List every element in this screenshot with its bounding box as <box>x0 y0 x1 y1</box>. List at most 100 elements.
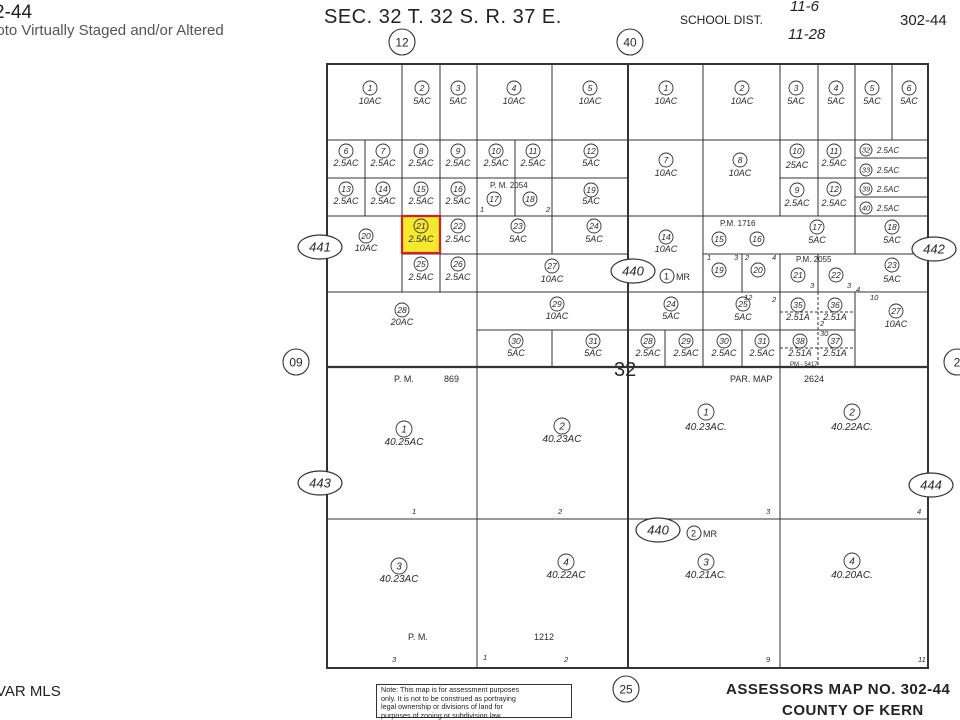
lot-number: 9 <box>766 655 771 664</box>
parcel-acreage: 5AC <box>585 234 603 244</box>
parcel[interactable]: 382.51A <box>787 333 812 358</box>
adjacent-section[interactable]: 12 <box>388 28 416 56</box>
parcel[interactable]: 440.22AC <box>547 553 587 581</box>
parcel[interactable]: 16 <box>749 231 765 247</box>
parcel[interactable]: 112.5AC <box>519 143 546 168</box>
adjacent-section[interactable]: 40 <box>616 28 644 56</box>
parcel-number-circle <box>843 552 861 570</box>
parcel[interactable]: 292.5AC <box>672 333 699 358</box>
parcel[interactable]: 340.23AC <box>380 557 420 585</box>
parcel-acreage: 2.5AC <box>407 196 434 206</box>
parcel[interactable]: 19 <box>711 262 727 278</box>
adjacent-section[interactable]: 25 <box>612 675 640 703</box>
parcel[interactable]: 262.5AC <box>444 256 471 282</box>
parcel[interactable]: 340.21AC. <box>685 553 727 581</box>
parcel[interactable]: 140.25AC <box>385 420 425 448</box>
parcel[interactable]: 122.5AC <box>820 181 847 208</box>
parcel[interactable]: 302.5AC <box>710 333 737 358</box>
parcel[interactable]: 362.51A <box>822 297 847 322</box>
parcel[interactable]: 240.22AC. <box>831 403 873 433</box>
parcel[interactable]: 152.5AC <box>407 181 434 206</box>
parcel[interactable]: 102.5AC <box>482 143 509 168</box>
parcel[interactable]: 62.5AC <box>332 143 359 168</box>
subject-parcel-highlight[interactable] <box>400 214 442 255</box>
parcel-number-circle <box>522 191 538 207</box>
map-book-ellipse <box>297 470 343 496</box>
parcel-acreage: 10AC <box>579 96 602 106</box>
adjacent-section[interactable]: 09 <box>282 348 310 376</box>
parcel[interactable]: 162.5AC <box>444 181 471 206</box>
adjacent-section[interactable]: 2 <box>943 348 960 376</box>
parcel[interactable]: 142.5AC <box>369 181 396 206</box>
parcel[interactable]: 20 <box>750 262 766 278</box>
parcel-acreage: 5AC <box>509 234 527 244</box>
parcel[interactable]: 440.20AC. <box>831 552 873 581</box>
parcel-acreage: 2.5AC <box>444 234 471 244</box>
map-book-reference[interactable]: 440 <box>635 517 681 543</box>
map-book-reference[interactable]: 443 <box>297 470 343 496</box>
parcel[interactable]: 222.5AC <box>444 218 471 244</box>
parcel[interactable]: 82.5AC <box>407 143 434 168</box>
map-book-reference[interactable]: 444 <box>908 472 954 498</box>
parcel[interactable]: 15 <box>711 231 727 247</box>
parcel[interactable]: 17 <box>486 191 502 207</box>
parcel-number: 36 <box>830 300 840 310</box>
parcel[interactable]: 92.5AC <box>783 182 810 208</box>
parcel[interactable]: 372.51A <box>822 333 847 358</box>
parcel[interactable]: 252.5AC <box>407 256 434 282</box>
parcel[interactable]: 22 <box>828 267 844 283</box>
map-book-reference[interactable]: 440 <box>610 258 656 284</box>
map-book-reference[interactable]: 441 <box>297 234 343 260</box>
parcel[interactable]: 92.5AC <box>444 143 471 168</box>
parcel[interactable]: 72.5AC <box>369 143 396 168</box>
parcel[interactable]: 25AC <box>413 80 431 106</box>
parcel[interactable]: 112.5AC <box>820 143 847 168</box>
parcel[interactable]: 212.5AC <box>407 218 434 244</box>
parcel[interactable]: 132.5AC <box>332 181 359 206</box>
parcel[interactable]: 21 <box>790 267 806 283</box>
parcel-acreage: 5AC <box>734 312 752 322</box>
parcel[interactable]: 282.5AC <box>634 333 661 358</box>
parcel[interactable]: 140.23AC. <box>685 403 727 433</box>
parcel[interactable]: 18 <box>522 191 538 207</box>
parcel[interactable]: 352.51A <box>785 297 810 322</box>
parcel[interactable]: 312.5AC <box>748 333 775 358</box>
map-book-reference[interactable]: 442 <box>911 236 957 262</box>
parcel[interactable]: 240.23AC <box>543 417 583 445</box>
parcel-acreage: 2.5AC <box>407 272 434 282</box>
